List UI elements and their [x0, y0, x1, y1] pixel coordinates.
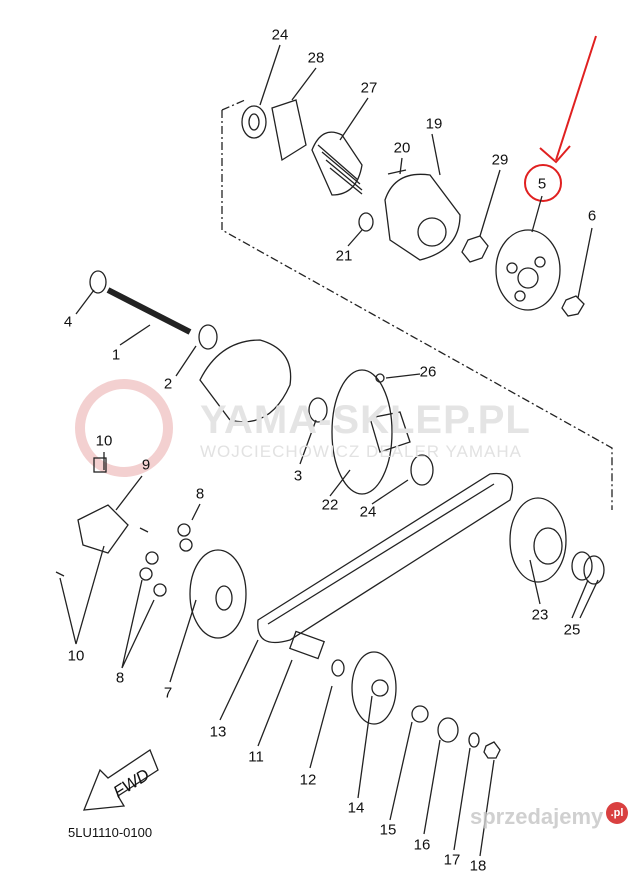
part-13-v-belt: [257, 472, 514, 644]
callout-label: 25: [563, 621, 581, 639]
callout-label: 17: [443, 851, 461, 869]
part-27-spring-coils: [317, 144, 363, 195]
callout-label: 22: [321, 496, 339, 514]
callout-label: 14: [347, 799, 365, 817]
part-5-clutch-housing: [495, 229, 561, 311]
part-20-spring: [387, 169, 407, 175]
part-8-roller: [179, 538, 193, 552]
watermark-brand: YAMA-SKLEP.PL: [200, 398, 531, 442]
part-code: 5LU1110-0100: [68, 825, 153, 840]
highlight-arrow-head: [539, 145, 571, 164]
part-19-clutch: [384, 173, 461, 261]
part-21-washer: [358, 212, 374, 232]
part-28-collar: [271, 99, 307, 162]
part-5-housing-hole: [517, 267, 539, 289]
callout-label: 23: [531, 606, 549, 624]
part-5-housing-hole: [514, 290, 526, 302]
callout-label: 18: [469, 857, 487, 875]
part-3-seal: [308, 397, 328, 423]
highlight-arrow-shaft: [555, 35, 597, 161]
callout-label: 10: [95, 432, 113, 450]
callout-label: 24: [271, 26, 289, 44]
dashed-frame-line: [221, 110, 613, 510]
callout-label: 24: [359, 503, 377, 521]
part-22-sliding-sheave: [331, 369, 393, 495]
callout-label: 19: [425, 115, 443, 133]
callout-label: 29: [491, 151, 509, 169]
callout-label: 9: [141, 456, 151, 474]
part-4-bearing: [89, 270, 107, 294]
watermark-logo-icon: [75, 379, 173, 477]
part-23-sheave-hub: [533, 527, 563, 565]
callout-label: 6: [587, 207, 597, 225]
part-8-roller: [145, 551, 159, 565]
part-26-pin: [375, 373, 385, 383]
part-7-primary-sheave: [189, 549, 247, 639]
callout-label: 28: [307, 49, 325, 67]
part-11-collar: [288, 630, 326, 660]
part-15-plate: [411, 705, 429, 723]
site-badge: .pl: [606, 802, 628, 824]
callout-label: 16: [413, 836, 431, 854]
fwd-arrow-icon: [82, 749, 159, 811]
callout-label: 21: [335, 247, 353, 265]
part-27-spring: [311, 131, 363, 196]
callout-label: 15: [379, 821, 397, 839]
callout-label: 26: [419, 363, 437, 381]
part-24-seal-inner: [248, 113, 260, 131]
part-29-nut: [461, 235, 489, 263]
part-19-clutch-hub: [417, 217, 447, 247]
part-14-fan: [351, 651, 397, 725]
dashed-frame-line: [221, 99, 246, 111]
part-22-sheave-boss: [369, 411, 411, 453]
callout-label: 20: [393, 139, 411, 157]
part-8-roller: [139, 567, 153, 581]
callout-label: 1: [111, 346, 121, 364]
part-5-housing-hole: [534, 256, 546, 268]
part-12-washer: [331, 659, 345, 677]
part-17-washer: [468, 732, 480, 748]
part-5-housing-hole: [506, 262, 518, 274]
part-8-roller: [177, 523, 191, 537]
callout-label: 27: [360, 79, 378, 97]
callout-label: 3: [293, 467, 303, 485]
part-9-cam: [77, 504, 129, 554]
callout-label: 2: [163, 375, 173, 393]
part-1-shaft: [106, 287, 192, 335]
part-2-bearing: [198, 324, 218, 350]
callout-label: 8: [195, 485, 205, 503]
part-10-slider: [93, 457, 107, 473]
part-23-secondary-sheave: [509, 497, 567, 583]
callout-label: 10: [67, 647, 85, 665]
part-case-cover: [199, 339, 292, 423]
part-24-seal: [241, 105, 267, 139]
callout-label: 12: [299, 771, 317, 789]
part-16-nut: [437, 717, 459, 743]
part-25-o-ring: [571, 551, 593, 581]
part-14-fan-hub: [371, 679, 389, 697]
part-25-o-ring: [583, 555, 605, 585]
watermark-subtitle: WOJCIECHOWICZ DEALER YAMAHA: [200, 442, 523, 461]
highlight-circle: [524, 164, 562, 202]
site-watermark: sprzedajemy: [470, 804, 604, 829]
part-7-sheave-hub: [215, 585, 233, 611]
callout-label: 4: [63, 313, 73, 331]
part-8-roller: [153, 583, 167, 597]
leader-lines: [59, 44, 599, 857]
part-10-clips: [55, 527, 149, 577]
callout-label: 7: [163, 684, 173, 702]
part-24-seal: [410, 454, 434, 486]
callout-label: 8: [115, 669, 125, 687]
callout-label: 13: [209, 723, 227, 741]
part-18-nut: [483, 741, 501, 759]
part-13-belt-inner-edge: [267, 483, 495, 625]
highlight-arrow-icon: [524, 35, 597, 202]
callout-label: 11: [248, 748, 264, 766]
callout-label-highlighted: 5: [537, 175, 547, 193]
part-6-nut: [561, 295, 585, 317]
